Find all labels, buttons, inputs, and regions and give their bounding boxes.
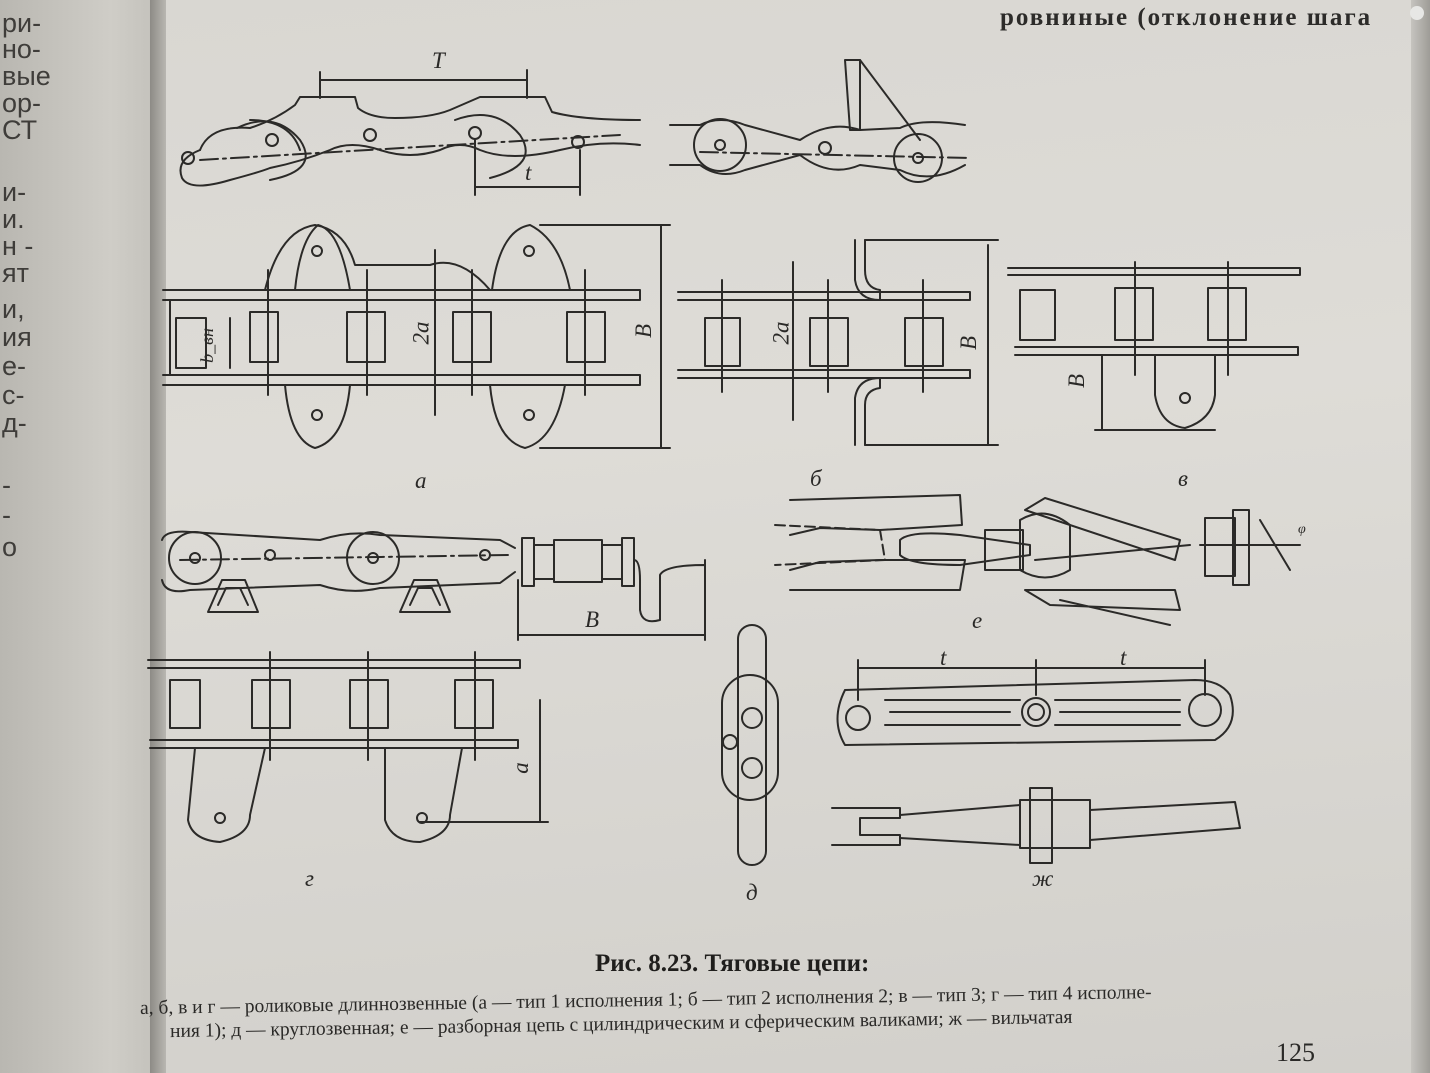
fig-zh-view (832, 660, 1240, 863)
figure-label-d: д (746, 880, 758, 905)
fig-a-plan-view (163, 225, 670, 448)
figure-label-e: е (972, 608, 983, 633)
label-phi: φ (1298, 522, 1306, 537)
label-T: T (432, 48, 445, 73)
left-page-line: но- (2, 34, 41, 64)
left-page-line: ри- (2, 8, 42, 38)
fig-d-view (722, 625, 778, 865)
left-page-line: н - (2, 231, 34, 261)
label-t-zh-2: t (1120, 645, 1127, 670)
left-page-line: о (2, 532, 18, 562)
left-page-line: с- (2, 380, 25, 410)
caption-title: Рис. 8.23. Тяговые цепи: (595, 950, 870, 977)
label-2a: 2a (408, 321, 434, 345)
label-b-vn: b_вн (196, 328, 217, 363)
left-page-line: ор- (2, 88, 42, 118)
left-page-line: СТ (2, 115, 38, 145)
label-B-b: B (956, 335, 982, 351)
label-B-v: B (1064, 373, 1090, 389)
left-page: ри- но- вые ор- СТ и- и. н - ят и, ия е-… (0, 0, 158, 1073)
label-a: a (507, 762, 533, 774)
left-page-line: е- (2, 351, 27, 381)
left-page-line: и. (2, 204, 25, 234)
fig-g-side-view (162, 532, 705, 640)
page-edge (1411, 0, 1430, 1073)
label-t-zh-1: t (940, 645, 947, 670)
book-page (166, 0, 1411, 1073)
fig-v-view (1008, 262, 1300, 430)
label-t: t (525, 160, 532, 185)
left-page-line: и- (2, 177, 27, 207)
label-B: B (631, 323, 657, 339)
left-page-line: и, (2, 294, 25, 324)
header-text: ровниные (отклонение шага (1000, 4, 1373, 31)
left-page-line: д- (2, 408, 27, 438)
left-page-line: - (2, 500, 11, 530)
fig-a-side-view (180, 70, 640, 195)
label-B-g: B (585, 607, 600, 632)
figure-label-a: а (415, 468, 427, 493)
figure-label-g: г (305, 866, 314, 891)
left-page-line: ят (2, 258, 29, 288)
figure-label-v: в (1178, 466, 1188, 491)
left-page-line: вые (2, 61, 51, 91)
figure-label-zh: ж (1032, 866, 1054, 891)
fig-e-view (775, 495, 1300, 625)
fig-b-side-view (670, 60, 970, 182)
left-page-line: ия (2, 322, 32, 352)
left-page-line: - (2, 470, 11, 500)
fig-g-plan-view (148, 652, 548, 842)
figure-label-b: б (810, 466, 822, 491)
light-spot (1410, 6, 1424, 20)
page-number: 125 (1276, 1038, 1315, 1067)
fig-b-plan-view (678, 240, 998, 445)
label-2a-b: 2a (768, 321, 794, 345)
